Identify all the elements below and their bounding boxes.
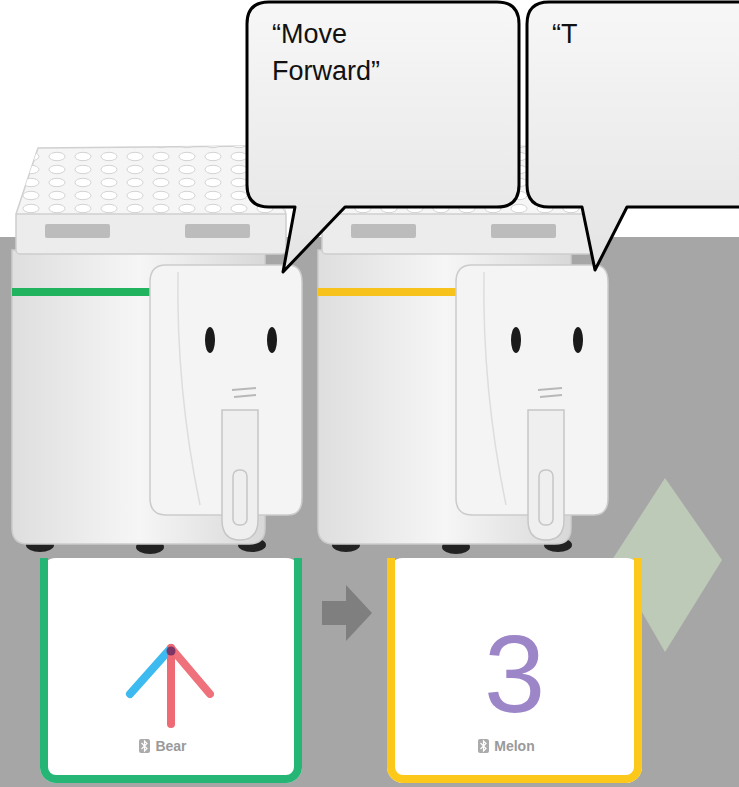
card-label: Bear	[155, 738, 186, 754]
robot-face	[456, 265, 608, 540]
bubble-shape	[247, 2, 519, 272]
card-face	[40, 558, 302, 783]
bubble-text-block: “Move Forward”	[272, 16, 412, 90]
speech-text: “T	[552, 16, 692, 53]
speech-text: “Move Forward”	[272, 16, 412, 90]
card-face	[387, 558, 642, 783]
robot-stripe	[12, 288, 152, 296]
bubble-shape	[527, 2, 739, 270]
bluetooth-icon	[139, 739, 150, 753]
robot-face	[150, 265, 302, 540]
bluetooth-icon	[478, 739, 489, 753]
up-arrow-icon	[130, 647, 210, 725]
program-card: Bear	[40, 558, 302, 783]
card-label: Melon	[494, 738, 534, 754]
speech-bubble: “T	[527, 2, 739, 207]
program-card: 3Melon	[387, 558, 642, 783]
speech-bubble: “Move Forward”	[247, 2, 519, 207]
flow-arrow	[322, 601, 347, 625]
card-number: 3	[484, 619, 545, 729]
bubble-text-block: “T	[552, 16, 692, 53]
robot-stripe	[318, 288, 458, 296]
